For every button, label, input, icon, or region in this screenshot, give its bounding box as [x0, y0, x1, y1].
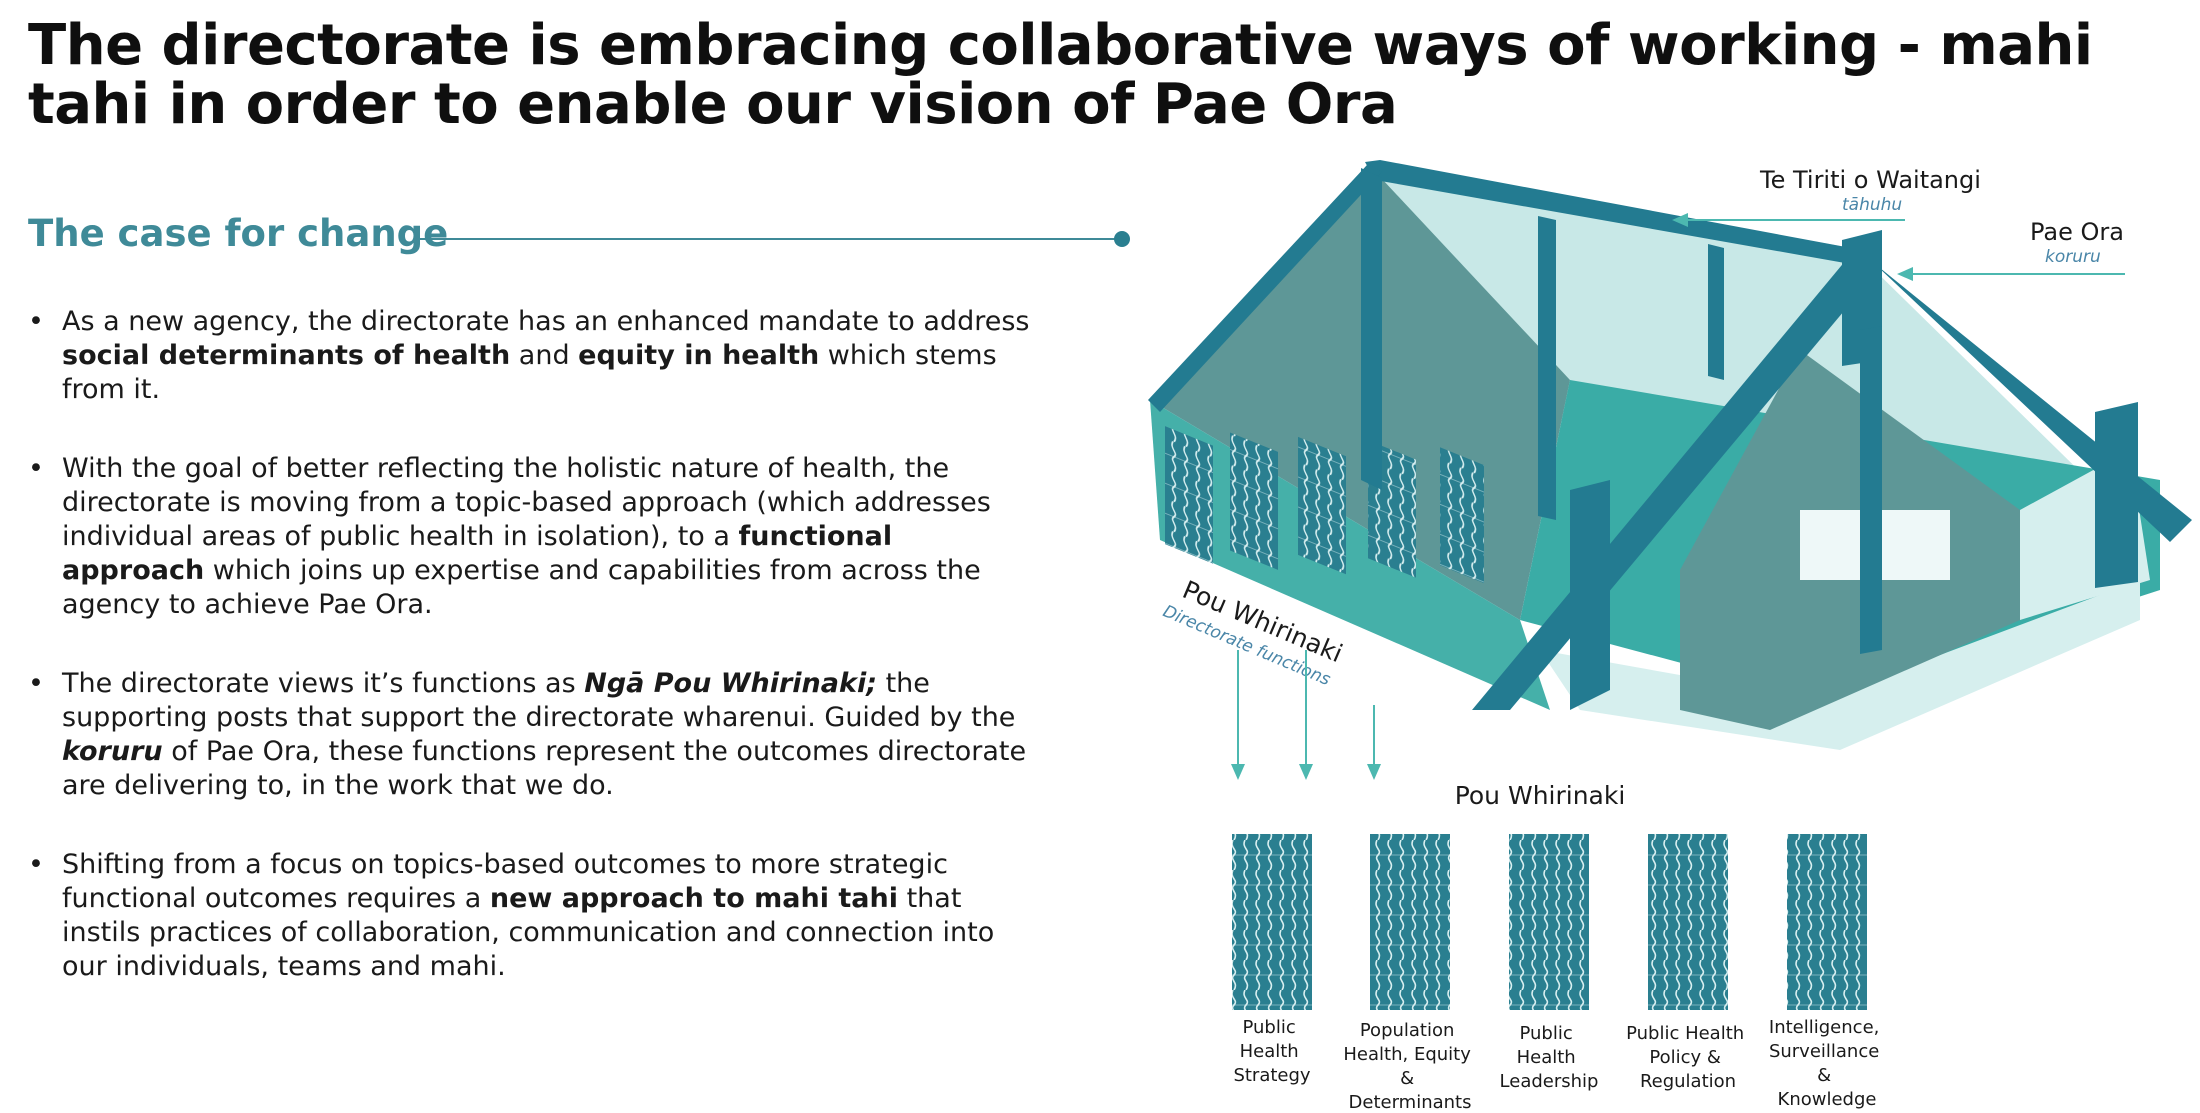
pou-label-line: Public: [1519, 1023, 1572, 1044]
bullet-bold: equity in health: [578, 340, 820, 371]
te-tiriti-label: Te Tiriti o Waitangi: [1759, 166, 1981, 194]
pou-label-line: Health: [1240, 1041, 1299, 1062]
case-bullet-list: As a new agency, the directorate has an …: [28, 305, 1038, 1029]
pou-panel-2: [1370, 834, 1450, 1010]
bullet-functional-approach: With the goal of better reflecting the h…: [28, 452, 1038, 622]
bullet-text: which stems from it.: [62, 340, 997, 405]
amo-center-post: [1860, 326, 1882, 654]
pou-label-4: Public Health Policy & Regulation: [1626, 1023, 1750, 1092]
heading-rule-dot: [1114, 231, 1130, 247]
tahuhu-arrow-head: [1672, 213, 1688, 227]
pou-label-line: Surveillance: [1769, 1041, 1879, 1062]
pou-panel-3: [1509, 834, 1589, 1010]
bullet-bold: new approach to mahi tahi: [489, 883, 898, 914]
wharenui-diagram: Te Tiriti o Waitangi tāhuhu Pae Ora koru…: [1148, 160, 2192, 1113]
left-roof-edge-beam: [1148, 164, 1382, 412]
bullet-text: which joins up expertise and capabilitie…: [62, 555, 981, 620]
case-for-change-heading: The case for change: [28, 212, 449, 255]
bullet-text: The directorate views it’s functions as: [62, 668, 585, 699]
pou-label-line: Intelligence,: [1769, 1017, 1879, 1038]
pou-label-2: Population Health, Equity & Determinants: [1343, 1020, 1476, 1113]
bullet-mandate: As a new agency, the directorate has an …: [28, 305, 1038, 407]
bullet-bold-italic: Ngā Pou Whirinaki;: [584, 668, 877, 699]
bullet-text: of Pae Ora, these functions represent th…: [62, 736, 1027, 801]
weave-panel-5: [1440, 447, 1484, 584]
pou-label-line: Health, Equity: [1343, 1044, 1471, 1065]
bullet-bold: functional approach: [62, 521, 893, 586]
tahuhu-ridge-beam: [1365, 160, 1862, 266]
bullet-text: that instils practices of collaboration,…: [62, 883, 995, 982]
weave-panel-2: [1230, 432, 1278, 570]
pou-label-line: Regulation: [1640, 1071, 1736, 1092]
bullet-pou-whirinaki: The directorate views it’s functions as …: [28, 667, 1038, 803]
pou-panel-5: [1787, 834, 1867, 1010]
pou-label-line: Determinants: [1349, 1092, 1472, 1113]
pou-panel-group: [1232, 834, 1867, 1010]
amo-left-post: [1570, 480, 1610, 710]
pou-label-line: Public Health: [1626, 1023, 1744, 1044]
pou-label-line: Strategy: [1233, 1065, 1310, 1086]
pou-label-1: Public Health Strategy: [1233, 1017, 1310, 1086]
pou-panel-4: [1648, 834, 1728, 1010]
bullet-text: As a new agency, the directorate has an …: [62, 306, 1030, 337]
bullet-text: and: [510, 340, 579, 371]
pou-whirinaki-heading: Pou Whirinaki: [1455, 781, 1626, 810]
pou-tahuhu-back: [1361, 168, 1382, 490]
bullet-text: With the goal of better reflecting the h…: [62, 453, 991, 552]
rafter-post-1: [1538, 216, 1556, 520]
down-arrow-3-head: [1367, 764, 1381, 780]
down-arrow-1-head: [1231, 764, 1245, 780]
bullet-bold: social determinants of health: [62, 340, 511, 371]
pou-label-line: Public: [1242, 1017, 1295, 1038]
pou-label-line: Policy &: [1649, 1047, 1721, 1068]
koruru-arrow-head: [1897, 267, 1913, 281]
pou-panel-1: [1232, 834, 1312, 1010]
bullet-text: Shifting from a focus on topics-based ou…: [62, 849, 948, 914]
pou-label-5: Intelligence, Surveillance & Knowledge: [1769, 1017, 1885, 1110]
koruru-label: koruru: [2045, 247, 2101, 267]
amo-right-post: [2095, 402, 2138, 588]
page-title: The directorate is embracing collaborati…: [28, 13, 2093, 137]
pae-ora-label: Pae Ora: [2030, 218, 2124, 246]
pou-label-3: Public Health Leadership: [1500, 1023, 1599, 1092]
bullet-mahi-tahi: Shifting from a focus on topics-based ou…: [28, 848, 1038, 984]
rafter-post-2: [1708, 244, 1724, 380]
heading-rule: [416, 238, 1122, 240]
pou-label-line: Leadership: [1500, 1071, 1599, 1092]
pou-labels: Public Health Strategy Population Health…: [1233, 1017, 1885, 1113]
pou-label-line: &: [1400, 1068, 1414, 1089]
pou-label-line: &: [1817, 1065, 1831, 1086]
tahuhu-label: tāhuhu: [1842, 195, 1902, 215]
bullet-text: the supporting posts that support the di…: [62, 668, 1016, 733]
weave-panel-3: [1298, 436, 1346, 575]
pou-label-line: Population: [1360, 1020, 1455, 1041]
bullet-bold-italic: koruru: [62, 736, 163, 767]
down-arrow-2-head: [1299, 764, 1313, 780]
pou-label-line: Health: [1517, 1047, 1576, 1068]
weave-panel-1: [1165, 426, 1213, 564]
pou-label-line: Knowledge: [1778, 1089, 1877, 1110]
